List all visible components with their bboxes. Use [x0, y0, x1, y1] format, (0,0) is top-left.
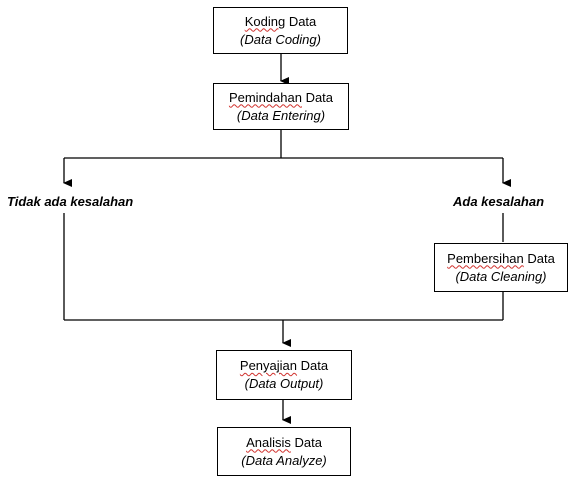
pemindahan-rest: Data	[301, 89, 334, 105]
analisis-rest: Data	[290, 434, 322, 450]
box-pembersihan-data: Pembersihan Data (Data Cleaning)	[434, 243, 568, 292]
pemindahan-english: (Data Entering)	[236, 107, 326, 123]
analisis-english: (Data Analyze)	[241, 452, 327, 468]
penyajian-rest: Data	[297, 358, 329, 373]
label-tidak-ada-kesalahan: Tidak ada kesalahan	[7, 194, 134, 209]
penyajian-english: (Data Output)	[244, 376, 324, 391]
box-penyajian-data: Penyajian Data (Data Output)	[216, 350, 352, 400]
pembersihan-word: Pembersihan	[447, 250, 524, 266]
penyajian-word: Penyajian	[239, 358, 298, 373]
pembersihan-english: (Data Cleaning)	[455, 268, 547, 284]
label-ada-kesalahan: Ada kesalahan	[453, 194, 545, 209]
pemindahan-word: Pemindahan	[228, 89, 302, 105]
koding-rest: Data	[285, 13, 317, 29]
analisis-word: Analisis	[246, 434, 291, 450]
box-koding-data: Koding Data (Data Coding)	[213, 7, 348, 54]
pembersihan-rest: Data	[523, 250, 555, 266]
koding-english: (Data Coding)	[240, 31, 321, 47]
box-pemindahan-data: Pemindahan Data (Data Entering)	[213, 83, 349, 130]
koding-word: Koding	[244, 13, 286, 29]
box-analisis-data: Analisis Data (Data Analyze)	[217, 427, 351, 476]
